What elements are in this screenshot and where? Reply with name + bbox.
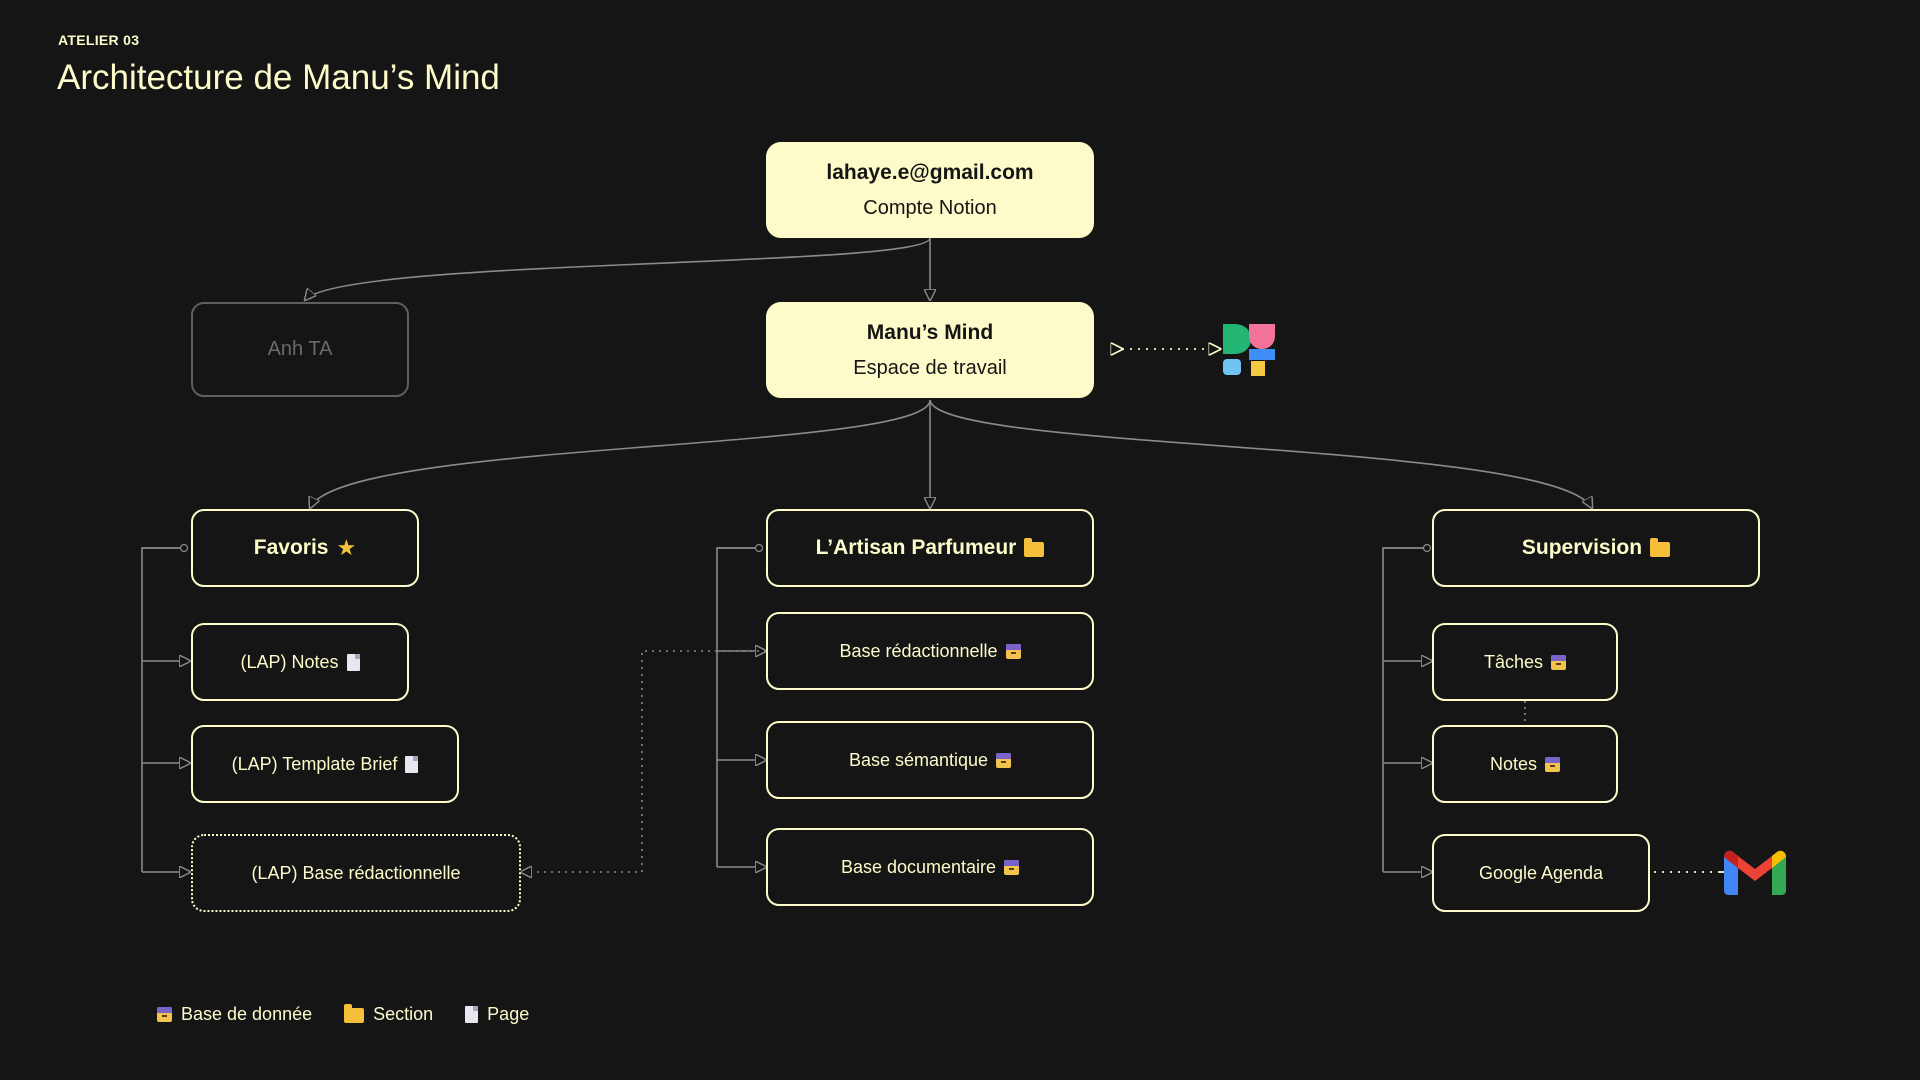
link-account-guest — [305, 237, 931, 300]
page-label: (LAP) Template Brief — [231, 753, 398, 774]
gmail-logo-icon — [1724, 850, 1786, 895]
account-email: lahaye.e@gmail.com — [826, 160, 1034, 184]
guest-name: Anh TA — [267, 338, 333, 360]
section-supervision[interactable]: Supervision — [1432, 509, 1760, 587]
workspace-label: Espace de travail — [853, 356, 1007, 379]
database-icon — [996, 752, 1012, 768]
legend-item-section: Section — [344, 1004, 433, 1025]
legend: Base de donnée Section Page — [157, 1004, 561, 1025]
workspace-name: Manu’s Mind — [866, 320, 994, 344]
star-icon: ★ — [336, 535, 357, 560]
legend-label: Section — [373, 1004, 434, 1024]
tree-artisan — [716, 547, 760, 867]
legend-item-page: Page — [465, 1004, 529, 1025]
db-label: Base rédactionnelle — [839, 640, 998, 661]
db-taches[interactable]: Tâches — [1432, 623, 1618, 701]
page-icon — [405, 755, 419, 773]
database-icon — [1005, 643, 1021, 659]
folder-icon — [1024, 537, 1045, 557]
atelier-label: ATELIER 03 — [58, 32, 140, 48]
tree-favoris — [141, 547, 185, 872]
db-base-semantique[interactable]: Base sémantique — [766, 721, 1094, 799]
database-icon — [1004, 859, 1020, 875]
linked-db-label: (LAP) Base rédactionnelle — [251, 862, 461, 883]
db-base-redactionnelle[interactable]: Base rédactionnelle — [766, 612, 1094, 690]
folder-icon — [1650, 537, 1671, 557]
link-workspace-favoris — [310, 399, 931, 508]
integration-logo-icon — [1223, 324, 1275, 376]
legend-label: Base de donnée — [181, 1004, 313, 1024]
db-label: Tâches — [1483, 651, 1544, 672]
database-icon — [1545, 756, 1561, 772]
page-lap-notes[interactable]: (LAP) Notes — [191, 623, 409, 701]
folder-icon — [344, 1004, 365, 1023]
db-label: Notes — [1489, 753, 1538, 774]
legend-item-database: Base de donnée — [157, 1004, 312, 1025]
tree-supervision — [1382, 547, 1428, 872]
page-google-agenda[interactable]: Google Agenda — [1432, 834, 1650, 912]
db-notes[interactable]: Notes — [1432, 725, 1618, 803]
account-node[interactable]: lahaye.e@gmail.com Compte Notion — [766, 142, 1094, 238]
section-artisan-parfumeur[interactable]: L’Artisan Parfumeur — [766, 509, 1094, 587]
page-icon — [346, 653, 360, 671]
linked-db-lap-redactionnelle[interactable]: (LAP) Base rédactionnelle — [191, 834, 521, 912]
account-label: Compte Notion — [863, 196, 997, 219]
page-lap-template-brief[interactable]: (LAP) Template Brief — [191, 725, 459, 803]
page-icon — [465, 1006, 479, 1023]
workspace-node[interactable]: Manu’s Mind Espace de travail — [766, 302, 1094, 398]
guest-node[interactable]: Anh TA — [191, 302, 409, 397]
agenda-label: Google Agenda — [1478, 862, 1604, 883]
db-label: Base sémantique — [848, 749, 989, 770]
artisan-title: L’Artisan Parfumeur — [815, 536, 1017, 559]
db-base-documentaire[interactable]: Base documentaire — [766, 828, 1094, 906]
section-favoris[interactable]: Favoris ★ — [191, 509, 419, 587]
favoris-title: Favoris — [253, 536, 329, 559]
legend-label: Page — [487, 1004, 530, 1024]
supervision-title: Supervision — [1521, 536, 1643, 559]
link-workspace-supervision — [929, 399, 1592, 508]
link-sync-redactionnelle — [521, 650, 766, 872]
page-label: (LAP) Notes — [240, 651, 339, 672]
page-title: Architecture de Manu’s Mind — [57, 58, 500, 97]
db-label: Base documentaire — [840, 856, 997, 877]
database-icon — [157, 1007, 172, 1022]
database-icon — [1551, 654, 1567, 670]
